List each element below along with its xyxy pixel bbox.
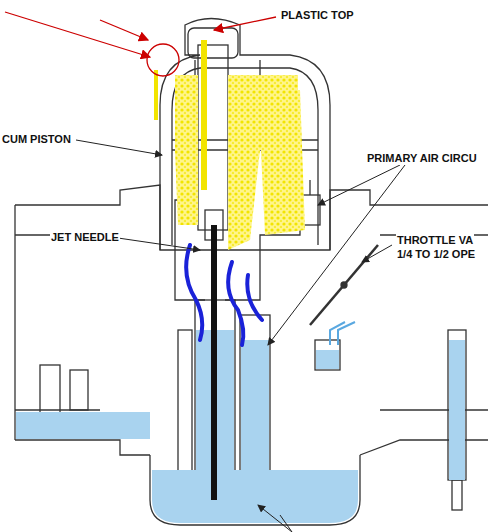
part-label: THROTTLE VA [396, 234, 474, 247]
part-label: JET NEEDLE [50, 231, 120, 244]
part-label: 1/4 TO 1/2 OPE [396, 248, 476, 261]
part-label: PRIMARY AIR CIRCU [366, 152, 478, 165]
part-label: PLASTIC TOP [280, 9, 355, 22]
part-label: CUM PISTON [1, 133, 72, 146]
